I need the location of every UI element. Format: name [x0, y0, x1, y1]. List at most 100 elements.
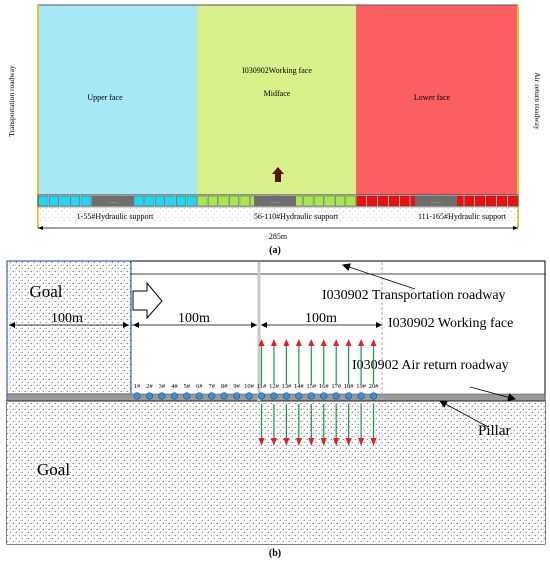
support-ellipsis-3: …… — [431, 200, 441, 205]
stress-arrowhead-up — [308, 339, 315, 346]
hydraulic-support-cell — [367, 195, 378, 207]
hydraulic-support-cell — [356, 195, 367, 207]
monitor-label: 16# — [319, 383, 330, 390]
hydraulic-support-cell — [239, 195, 250, 207]
hydraulic-support-cell — [144, 195, 155, 207]
goaf-bottom-label: Goal — [37, 460, 70, 479]
support-ellipsis-2: …… — [270, 200, 280, 205]
monitor-label: 4# — [171, 383, 178, 390]
hydraulic-support-cell — [197, 195, 208, 207]
stress-arrowhead-down — [308, 438, 315, 446]
face-length-label: 285m — [269, 232, 288, 241]
hydraulic-support-cell — [335, 195, 346, 207]
monitor-point — [282, 392, 291, 400]
hydraulic-support-cell — [176, 195, 187, 207]
monitor-points: 1#2#3#4#5#6#7#8#9#10#11#12#13#14#15#16#1… — [133, 383, 380, 400]
monitor-label: 13# — [282, 383, 293, 390]
hydraulic-support-cell — [186, 195, 197, 207]
monitor-label: 15# — [306, 383, 317, 390]
transport-leader-arrow — [342, 263, 416, 290]
hydraulic-support-cell — [507, 195, 518, 207]
monitor-point — [183, 392, 191, 400]
stress-arrowhead-up — [345, 339, 352, 346]
hydraulic-support-cell — [388, 195, 399, 207]
hydraulic-support-cell — [218, 195, 229, 207]
monitor-label: 14# — [294, 383, 305, 390]
monitor-point — [369, 392, 378, 400]
monitor-label: 8# — [221, 383, 228, 390]
roof-band — [38, 207, 518, 223]
monitor-point — [295, 392, 303, 400]
goaf-upper-area — [6, 260, 132, 395]
monitor-point — [332, 392, 340, 400]
distance-label-2: 100m — [178, 311, 210, 326]
distance-label-3: 100m — [305, 311, 337, 326]
support-group-3-label: 111-165#Hydraulic support — [418, 212, 507, 221]
monitor-point — [357, 392, 365, 400]
mid-face-region — [197, 5, 356, 195]
working-face-label: I030902Working face — [242, 66, 312, 75]
stress-arrowhead-down — [333, 438, 340, 446]
support-group-2-label: 56-110#Hydraulic support — [254, 212, 339, 221]
upper-face-region — [38, 5, 197, 195]
monitor-point — [345, 392, 353, 400]
monitor-label: 20# — [369, 383, 380, 390]
hydraulic-support-cell — [229, 195, 240, 207]
stress-arrowhead-down — [258, 438, 265, 446]
stress-arrowhead-down — [345, 438, 352, 446]
hydraulic-support-cell — [399, 195, 410, 207]
stress-arrowhead-down — [358, 438, 365, 446]
panel-b: Goal 100m 100m 100m I030902 Transportati… — [6, 260, 546, 559]
hydraulic-support-cell — [80, 195, 91, 207]
advance-direction-arrow-icon — [132, 281, 163, 320]
stress-arrowhead-up — [295, 339, 302, 346]
monitor-point — [257, 392, 266, 400]
monitor-label: 5# — [184, 383, 191, 390]
stress-arrowhead-up — [333, 339, 340, 346]
stress-arrowhead-down — [283, 438, 290, 446]
stress-arrowhead-up — [270, 339, 277, 346]
working-face-label-b: I030902 Working face — [388, 316, 513, 331]
support-ellipsis-1: …… — [108, 200, 118, 205]
hydraulic-support-cell — [59, 195, 70, 207]
hydraulic-support-cell — [377, 195, 389, 207]
advance-arrow-icon — [272, 167, 284, 182]
stress-arrowhead-down — [295, 438, 302, 446]
transportation-roadway-label-b: I030902 Transportation roadway — [322, 288, 506, 303]
monitor-label: 17# — [331, 383, 342, 390]
hydraulic-support-cell — [464, 195, 475, 207]
air-return-roadway-label-b: I030902 Air return roadway — [352, 358, 509, 373]
monitor-point — [158, 392, 166, 400]
pillar-label: Pillar — [478, 423, 511, 439]
mid-support-gap — [254, 196, 296, 206]
stress-arrowhead-down — [270, 438, 277, 446]
monitor-point — [245, 392, 253, 400]
monitor-label: 11# — [257, 383, 267, 390]
hydraulic-support-cell — [154, 195, 165, 207]
monitor-label: 12# — [269, 383, 280, 390]
monitor-label: 18# — [344, 383, 355, 390]
distance-label-1: 100m — [51, 311, 83, 326]
hydraulic-support-cell — [165, 195, 176, 207]
midface-label: Midface — [264, 89, 291, 98]
monitor-point — [320, 392, 328, 400]
pillar-leader-arrow — [439, 400, 489, 428]
monitor-point — [145, 392, 154, 400]
goaf-top-label: Goal — [29, 282, 62, 301]
stress-arrowhead-up — [320, 339, 327, 346]
hydraulic-support-cell — [324, 195, 335, 207]
support-group-1-label: 1-55#Hydraulic support — [77, 212, 154, 221]
monitor-point — [220, 392, 228, 400]
monitor-label: 7# — [208, 383, 215, 390]
hydraulic-support-cell — [313, 195, 324, 207]
hydraulic-support-cell — [48, 195, 59, 207]
monitor-point — [208, 392, 216, 400]
monitor-point — [307, 392, 315, 400]
hydraulic-support-cell — [496, 195, 507, 207]
monitor-point — [170, 392, 178, 400]
stress-arrows — [258, 339, 377, 446]
hydraulic-support-cell — [70, 195, 81, 207]
monitor-label: 1# — [134, 383, 141, 390]
monitor-label: 9# — [233, 383, 240, 390]
